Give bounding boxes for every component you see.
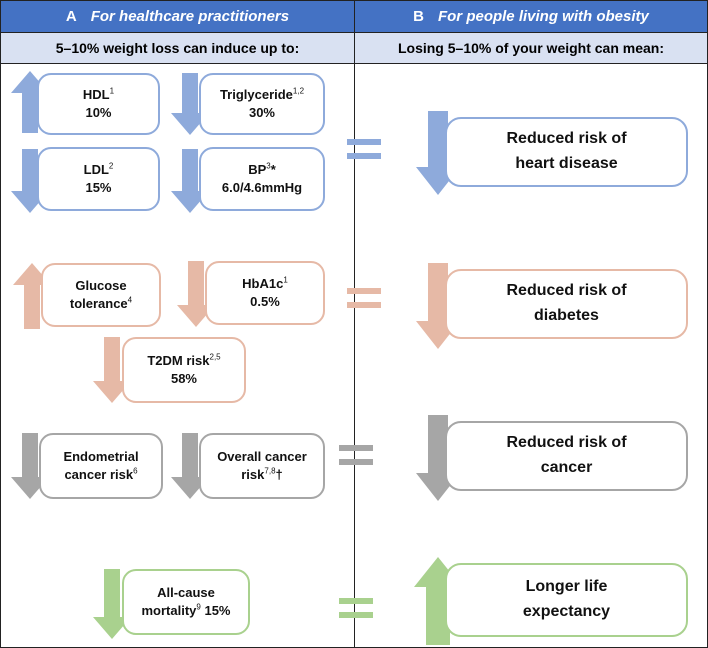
equals-icon [339,598,373,620]
triglyceride-citation: 1,2 [292,87,305,97]
down-arrow-icon [93,569,131,639]
diabetes-outcome-box: Reduced risk of diabetes [445,269,688,339]
panel-a-subtitle: 5–10% weight loss can induce up to: [1,32,354,64]
cancer-line1: Reduced risk of [506,434,627,452]
overall-cancer-citation: 7,8 [264,466,276,476]
panel-divider [354,1,355,647]
equals-icon [347,288,381,310]
hba1c-citation: 1 [283,276,288,286]
panel-b-header: B For people living with obesity [355,1,707,32]
endometrial-line1: Endometrial [63,449,139,465]
panel-a-title: For healthcare practitioners [90,8,290,25]
diabetes-line1: Reduced risk of [506,282,627,300]
cancer-outcome-box: Reduced risk of cancer [445,421,688,491]
ldl-value: 15% [85,180,112,195]
ldl-citation: 2 [108,162,114,172]
equals-icon [339,445,373,467]
panel-b-title: For people living with obesity [437,8,649,25]
glucose-tolerance-box: Glucose tolerance4 [41,263,161,327]
bp-value: 6.0/4.6mmHg [221,180,303,195]
glucose-tolerance-line2: tolerance [69,296,128,311]
mortality-line2: mortality [141,603,197,618]
heart-disease-line1: Reduced risk of [506,130,627,148]
ldl-label: LDL [83,162,109,178]
heart-disease-line2: heart disease [515,155,618,172]
triglyceride-value: 30% [248,105,275,120]
overall-cancer-line2: risk [241,467,265,482]
panel-a-header: A For healthcare practitioners [1,1,354,32]
endometrial-line2: cancer risk [64,467,134,482]
equals-icon [347,139,381,161]
life-expectancy-line2: expectancy [522,603,611,620]
bp-label: BP [248,162,267,178]
all-cause-mortality-box: All-cause mortality9 15% [122,569,250,635]
hdl-value: 10% [85,105,112,120]
life-expectancy-line1: Longer life [525,578,608,596]
life-expectancy-outcome-box: Longer life expectancy [445,563,688,637]
mortality-value: 15% [204,603,231,618]
mortality-citation: 9 [196,602,201,612]
ldl-box: LDL2 15% [37,147,160,211]
t2dm-risk-label: T2DM risk [147,353,210,369]
hba1c-label: HbA1c [242,276,284,292]
hba1c-value: 0.5% [250,294,280,309]
down-arrow-icon [93,337,131,403]
overall-cancer-box: Overall cancer risk7,8† [199,433,325,499]
glucose-tolerance-line1: Glucose [75,278,127,294]
overall-cancer-footnote-mark: † [275,467,283,482]
bp-footnote-mark: * [270,162,276,178]
t2dm-risk-value: 58% [170,371,197,386]
panel-b-subtitle: Losing 5–10% of your weight can mean: [355,32,707,64]
hdl-box: HDL1 10% [37,73,160,135]
overall-cancer-line1: Overall cancer [217,449,307,465]
panel-b-letter: B [413,8,424,25]
endometrial-cancer-box: Endometrial cancer risk6 [39,433,163,499]
t2dm-risk-box: T2DM risk2,5 58% [122,337,246,403]
panel-a-letter: A [65,8,77,25]
triglyceride-label: Triglyceride [219,87,293,103]
endometrial-citation: 6 [133,466,138,476]
heart-disease-outcome-box: Reduced risk of heart disease [445,117,688,187]
bp-citation: 3 [266,162,271,172]
bp-box: BP3* 6.0/4.6mmHg [199,147,325,211]
hdl-citation: 1 [109,87,115,97]
glucose-tolerance-citation: 4 [127,295,133,305]
mortality-line1: All-cause [157,585,215,601]
diabetes-line2: diabetes [534,307,599,324]
hba1c-box: HbA1c1 0.5% [205,261,325,325]
triglyceride-box: Triglyceride1,2 30% [199,73,325,135]
t2dm-risk-citation: 2,5 [209,353,221,363]
cancer-line2: cancer [540,459,593,476]
hdl-label: HDL [82,87,110,103]
